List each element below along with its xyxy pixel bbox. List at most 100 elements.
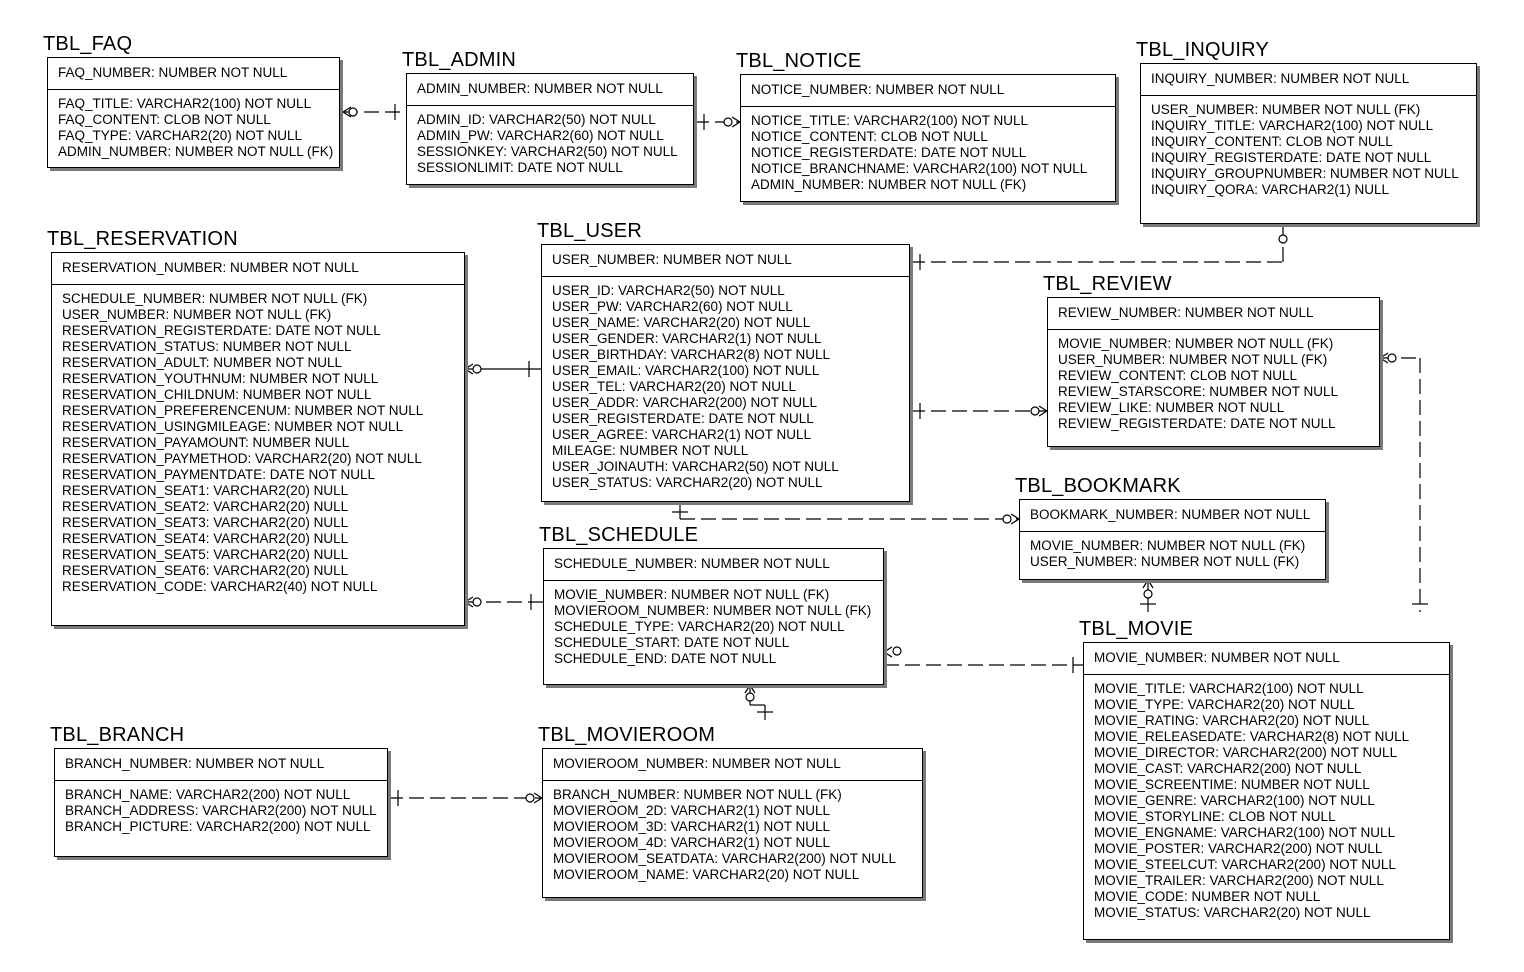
attribute: USER_ADDR: VARCHAR2(200) NOT NULL bbox=[552, 395, 818, 410]
attribute: RESERVATION_USINGMILEAGE: NUMBER NOT NUL… bbox=[62, 419, 404, 434]
crows-foot bbox=[731, 116, 741, 123]
zero-optionality-marker bbox=[525, 793, 535, 803]
attribute: USER_TEL: VARCHAR2(20) NOT NULL bbox=[552, 379, 797, 394]
attribute: RESERVATION_SEAT4: VARCHAR2(20) NULL bbox=[62, 531, 349, 546]
primary-key-attribute: ADMIN_NUMBER: NUMBER NOT NULL bbox=[407, 74, 693, 106]
crows-foot bbox=[1010, 518, 1020, 525]
attribute: RESERVATION_SEAT1: VARCHAR2(20) NULL bbox=[62, 483, 349, 498]
primary-key-attribute: BOOKMARK_NUMBER: NUMBER NOT NULL bbox=[1020, 500, 1325, 532]
zero-optionality-marker bbox=[1002, 514, 1012, 524]
zero-optionality-marker bbox=[472, 364, 482, 374]
attribute: RESERVATION_PREFERENCENUM: NUMBER NOT NU… bbox=[62, 403, 424, 418]
crows-foot bbox=[1142, 579, 1149, 589]
attribute: SESSIONLIMIT: DATE NOT NULL bbox=[417, 160, 623, 175]
attribute: RESERVATION_ADULT: NUMBER NOT NULL bbox=[62, 355, 343, 370]
attribute: SCHEDULE_TYPE: VARCHAR2(20) NOT NULL bbox=[554, 619, 845, 634]
attribute: MOVIEROOM_NAME: VARCHAR2(20) NOT NULL bbox=[553, 867, 860, 882]
crows-foot bbox=[1038, 405, 1048, 412]
attribute-list: USER_NUMBER: NUMBER NOT NULL (FK)INQUIRY… bbox=[1141, 96, 1476, 198]
primary-key-attribute: MOVIEROOM_NUMBER: NUMBER NOT NULL bbox=[543, 749, 922, 781]
attribute: BRANCH_NAME: VARCHAR2(200) NOT NULL bbox=[65, 787, 351, 802]
crows-foot bbox=[1379, 352, 1389, 359]
crows-foot bbox=[883, 646, 893, 653]
attribute: MOVIE_RELEASEDATE: VARCHAR2(8) NOT NULL bbox=[1094, 729, 1410, 744]
crows-foot bbox=[464, 596, 474, 603]
attribute: REVIEW_REGISTERDATE: DATE NOT NULL bbox=[1058, 416, 1336, 431]
primary-key-attribute: REVIEW_NUMBER: NUMBER NOT NULL bbox=[1048, 298, 1379, 330]
attribute-list: MOVIE_NUMBER: NUMBER NOT NULL (FK)MOVIER… bbox=[544, 581, 883, 667]
attribute: ADMIN_NUMBER: NUMBER NOT NULL (FK) bbox=[751, 177, 1027, 192]
attribute: SCHEDULE_NUMBER: NUMBER NOT NULL (FK) bbox=[62, 291, 368, 306]
attribute-list: MOVIE_NUMBER: NUMBER NOT NULL (FK)USER_N… bbox=[1020, 532, 1325, 570]
attribute: REVIEW_STARSCORE: NUMBER NOT NULL bbox=[1058, 384, 1339, 399]
entity-title: TBL_INQUIRY bbox=[1136, 39, 1269, 61]
crows-foot bbox=[342, 106, 352, 113]
attribute: MOVIE_TITLE: VARCHAR2(100) NOT NULL bbox=[1094, 681, 1364, 696]
attribute: INQUIRY_CONTENT: CLOB NOT NULL bbox=[1151, 134, 1393, 149]
entity-title: TBL_FAQ bbox=[43, 33, 133, 55]
primary-key-attribute: BRANCH_NUMBER: NUMBER NOT NULL bbox=[55, 749, 387, 781]
zero-optionality-marker bbox=[723, 117, 733, 127]
attribute: FAQ_TITLE: VARCHAR2(100) NOT NULL bbox=[58, 96, 312, 111]
entity-box: MOVIE_NUMBER: NUMBER NOT NULL MOVIE_TITLE… bbox=[1083, 642, 1450, 940]
attribute: NOTICE_REGISTERDATE: DATE NOT NULL bbox=[751, 145, 1027, 160]
attribute: INQUIRY_TITLE: VARCHAR2(100) NOT NULL bbox=[1151, 118, 1434, 133]
zero-optionality-marker bbox=[1387, 353, 1397, 363]
attribute: INQUIRY_GROUPNUMBER: NUMBER NOT NULL bbox=[1151, 166, 1459, 181]
crows-foot bbox=[533, 797, 543, 804]
primary-key-attribute: FAQ_NUMBER: NUMBER NOT NULL bbox=[48, 58, 339, 90]
attribute: MOVIE_GENRE: VARCHAR2(100) NOT NULL bbox=[1094, 793, 1375, 808]
attribute: RESERVATION_PAYMENTDATE: DATE NOT NULL bbox=[62, 467, 376, 482]
entity-title: TBL_BOOKMARK bbox=[1015, 475, 1181, 497]
crows-foot bbox=[1010, 513, 1020, 520]
zero-optionality-marker bbox=[1143, 589, 1153, 599]
attribute: ADMIN_PW: VARCHAR2(60) NOT NULL bbox=[417, 128, 664, 143]
attribute: USER_NAME: VARCHAR2(20) NOT NULL bbox=[552, 315, 811, 330]
attribute-list: MOVIE_NUMBER: NUMBER NOT NULL (FK)USER_N… bbox=[1048, 330, 1379, 432]
attribute: MOVIE_SCREENTIME: NUMBER NOT NULL bbox=[1094, 777, 1370, 792]
zero-optionality-marker bbox=[348, 107, 358, 117]
crows-foot bbox=[464, 368, 474, 375]
attribute: MOVIE_CODE: NUMBER NOT NULL bbox=[1094, 889, 1321, 904]
entity-title: TBL_USER bbox=[537, 220, 642, 242]
attribute: USER_ID: VARCHAR2(50) NOT NULL bbox=[552, 283, 785, 298]
attribute: BRANCH_ADDRESS: VARCHAR2(200) NOT NULL bbox=[65, 803, 377, 818]
primary-key-attribute: INQUIRY_NUMBER: NUMBER NOT NULL bbox=[1141, 64, 1476, 96]
attribute: USER_EMAIL: VARCHAR2(100) NOT NULL bbox=[552, 363, 820, 378]
attribute: RESERVATION_CODE: VARCHAR2(40) NOT NULL bbox=[62, 579, 378, 594]
attribute: MOVIE_NUMBER: NUMBER NOT NULL (FK) bbox=[1030, 538, 1306, 553]
crows-foot bbox=[1379, 357, 1389, 364]
entity-title: TBL_REVIEW bbox=[1043, 273, 1172, 295]
primary-key-attribute: SCHEDULE_NUMBER: NUMBER NOT NULL bbox=[544, 549, 883, 581]
crows-foot bbox=[533, 792, 543, 799]
attribute: USER_NUMBER: NUMBER NOT NULL (FK) bbox=[62, 307, 332, 322]
primary-key-attribute: MOVIE_NUMBER: NUMBER NOT NULL bbox=[1084, 643, 1449, 675]
crows-foot bbox=[1147, 579, 1154, 589]
attribute: MOVIE_POSTER: VARCHAR2(200) NOT NULL bbox=[1094, 841, 1383, 856]
attribute: RESERVATION_CHILDNUM: NUMBER NOT NULL bbox=[62, 387, 372, 402]
attribute: USER_NUMBER: NUMBER NOT NULL (FK) bbox=[1151, 102, 1421, 117]
attribute: MOVIE_TRAILER: VARCHAR2(200) NOT NULL bbox=[1094, 873, 1384, 888]
attribute: USER_NUMBER: NUMBER NOT NULL (FK) bbox=[1058, 352, 1328, 367]
zero-optionality-marker bbox=[1030, 406, 1040, 416]
crows-foot bbox=[744, 684, 751, 694]
attribute: FAQ_CONTENT: CLOB NOT NULL bbox=[58, 112, 271, 127]
entity-title: TBL_SCHEDULE bbox=[539, 524, 699, 546]
attribute: USER_AGREE: VARCHAR2(1) NOT NULL bbox=[552, 427, 812, 442]
